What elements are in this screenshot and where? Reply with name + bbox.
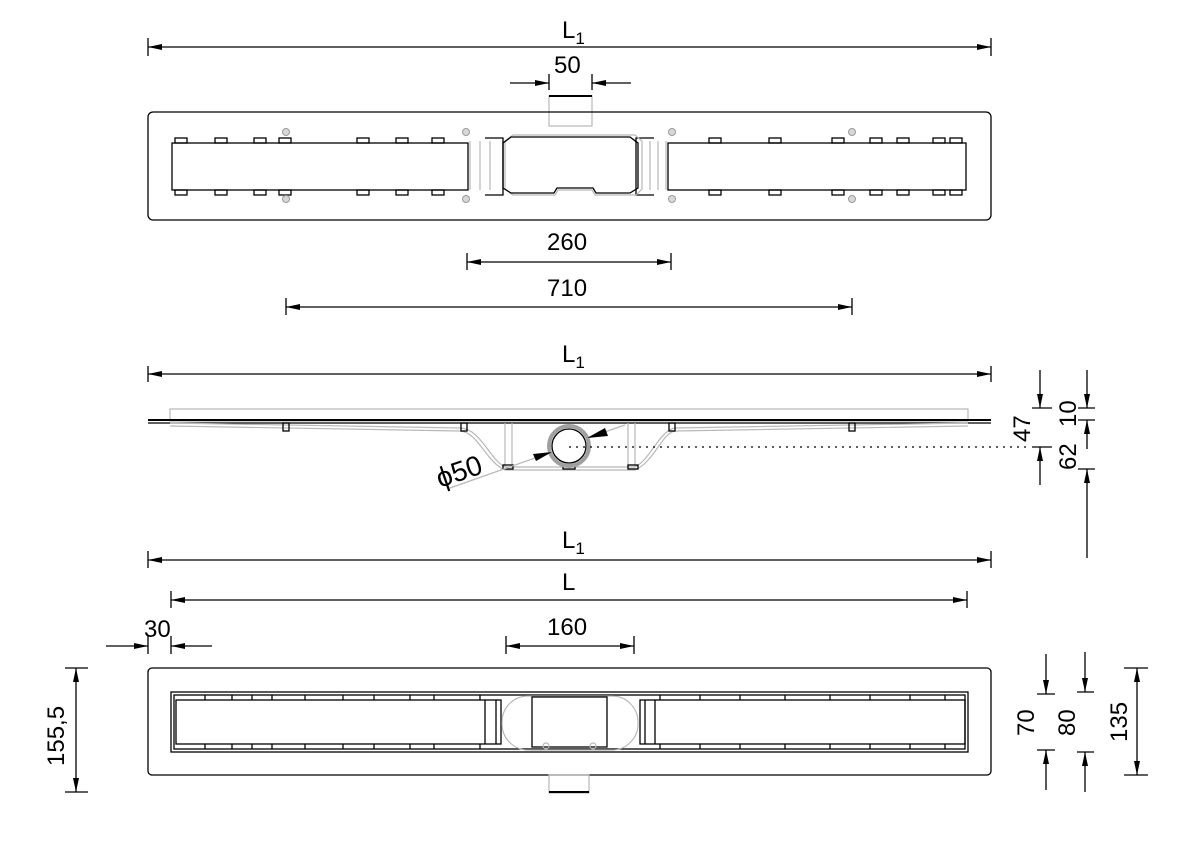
channel-outer <box>170 691 969 753</box>
dimension-text: L1 <box>562 341 585 372</box>
grate-tabs <box>174 137 963 196</box>
dimension-l: L <box>170 569 968 608</box>
dimension-text: 70 <box>1013 709 1040 736</box>
channel-right-bottom <box>639 699 966 745</box>
dimension-47: 47 <box>1009 370 1052 485</box>
dimension-fixing-span: 710 <box>285 275 853 315</box>
dimension-70: 70 <box>1013 654 1055 790</box>
bottom-view: L1 L 30 160 <box>43 527 1148 794</box>
dimension-text: 10 <box>1055 400 1082 427</box>
dimension-text: L1 <box>562 527 585 558</box>
dimension-text: 47 <box>1009 415 1036 442</box>
dimension-text: 160 <box>547 614 587 641</box>
central-sump <box>469 134 667 196</box>
dimension-text: 50 <box>554 52 581 79</box>
dimension-text: 260 <box>547 229 587 256</box>
outlet-pipe <box>548 95 593 127</box>
channel-left <box>171 142 469 191</box>
dimension-total-width: 155,5 <box>43 667 88 793</box>
dimension-62: 62 <box>1055 420 1095 558</box>
diameter-label: ϕ50 <box>432 449 486 494</box>
dimension-l1-top: L1 <box>147 17 992 56</box>
drain-frame-bottom <box>147 667 992 776</box>
channel-left-bottom <box>175 699 502 745</box>
dimension-text: L1 <box>562 17 585 48</box>
dimension-l1-side: L1 <box>147 341 992 382</box>
dimension-sump-width: 160 <box>505 614 635 654</box>
dimension-text: L <box>562 569 575 596</box>
top-view: L1 50 <box>147 17 992 315</box>
outlet-pipe-bottom <box>548 774 590 794</box>
drain-frame <box>147 111 992 221</box>
dimension-80: 80 <box>1054 652 1094 792</box>
channel-right <box>667 142 967 191</box>
dimension-outlet-width: 50 <box>510 52 631 90</box>
dimension-text: 62 <box>1055 443 1082 470</box>
dimension-text: 30 <box>144 616 171 643</box>
dimension-edge-offset: 30 <box>106 616 212 654</box>
dimension-135: 135 <box>1106 667 1148 776</box>
dimension-text: 135 <box>1106 702 1133 742</box>
rib-marks <box>204 695 946 749</box>
sump-oval <box>501 695 639 751</box>
dimension-inner-span: 260 <box>466 229 672 270</box>
dimension-text: 155,5 <box>43 706 70 766</box>
sump-insert <box>531 696 608 748</box>
dimension-text: 80 <box>1054 709 1081 736</box>
side-view: L1 ϕ50 47 <box>147 341 1095 558</box>
dimension-l1-bottom: L1 <box>147 527 992 568</box>
outlet-pipe-section <box>547 424 591 468</box>
dimension-text: 710 <box>547 275 587 302</box>
screw-icons <box>282 128 856 203</box>
dimension-10: 10 <box>1055 370 1095 427</box>
